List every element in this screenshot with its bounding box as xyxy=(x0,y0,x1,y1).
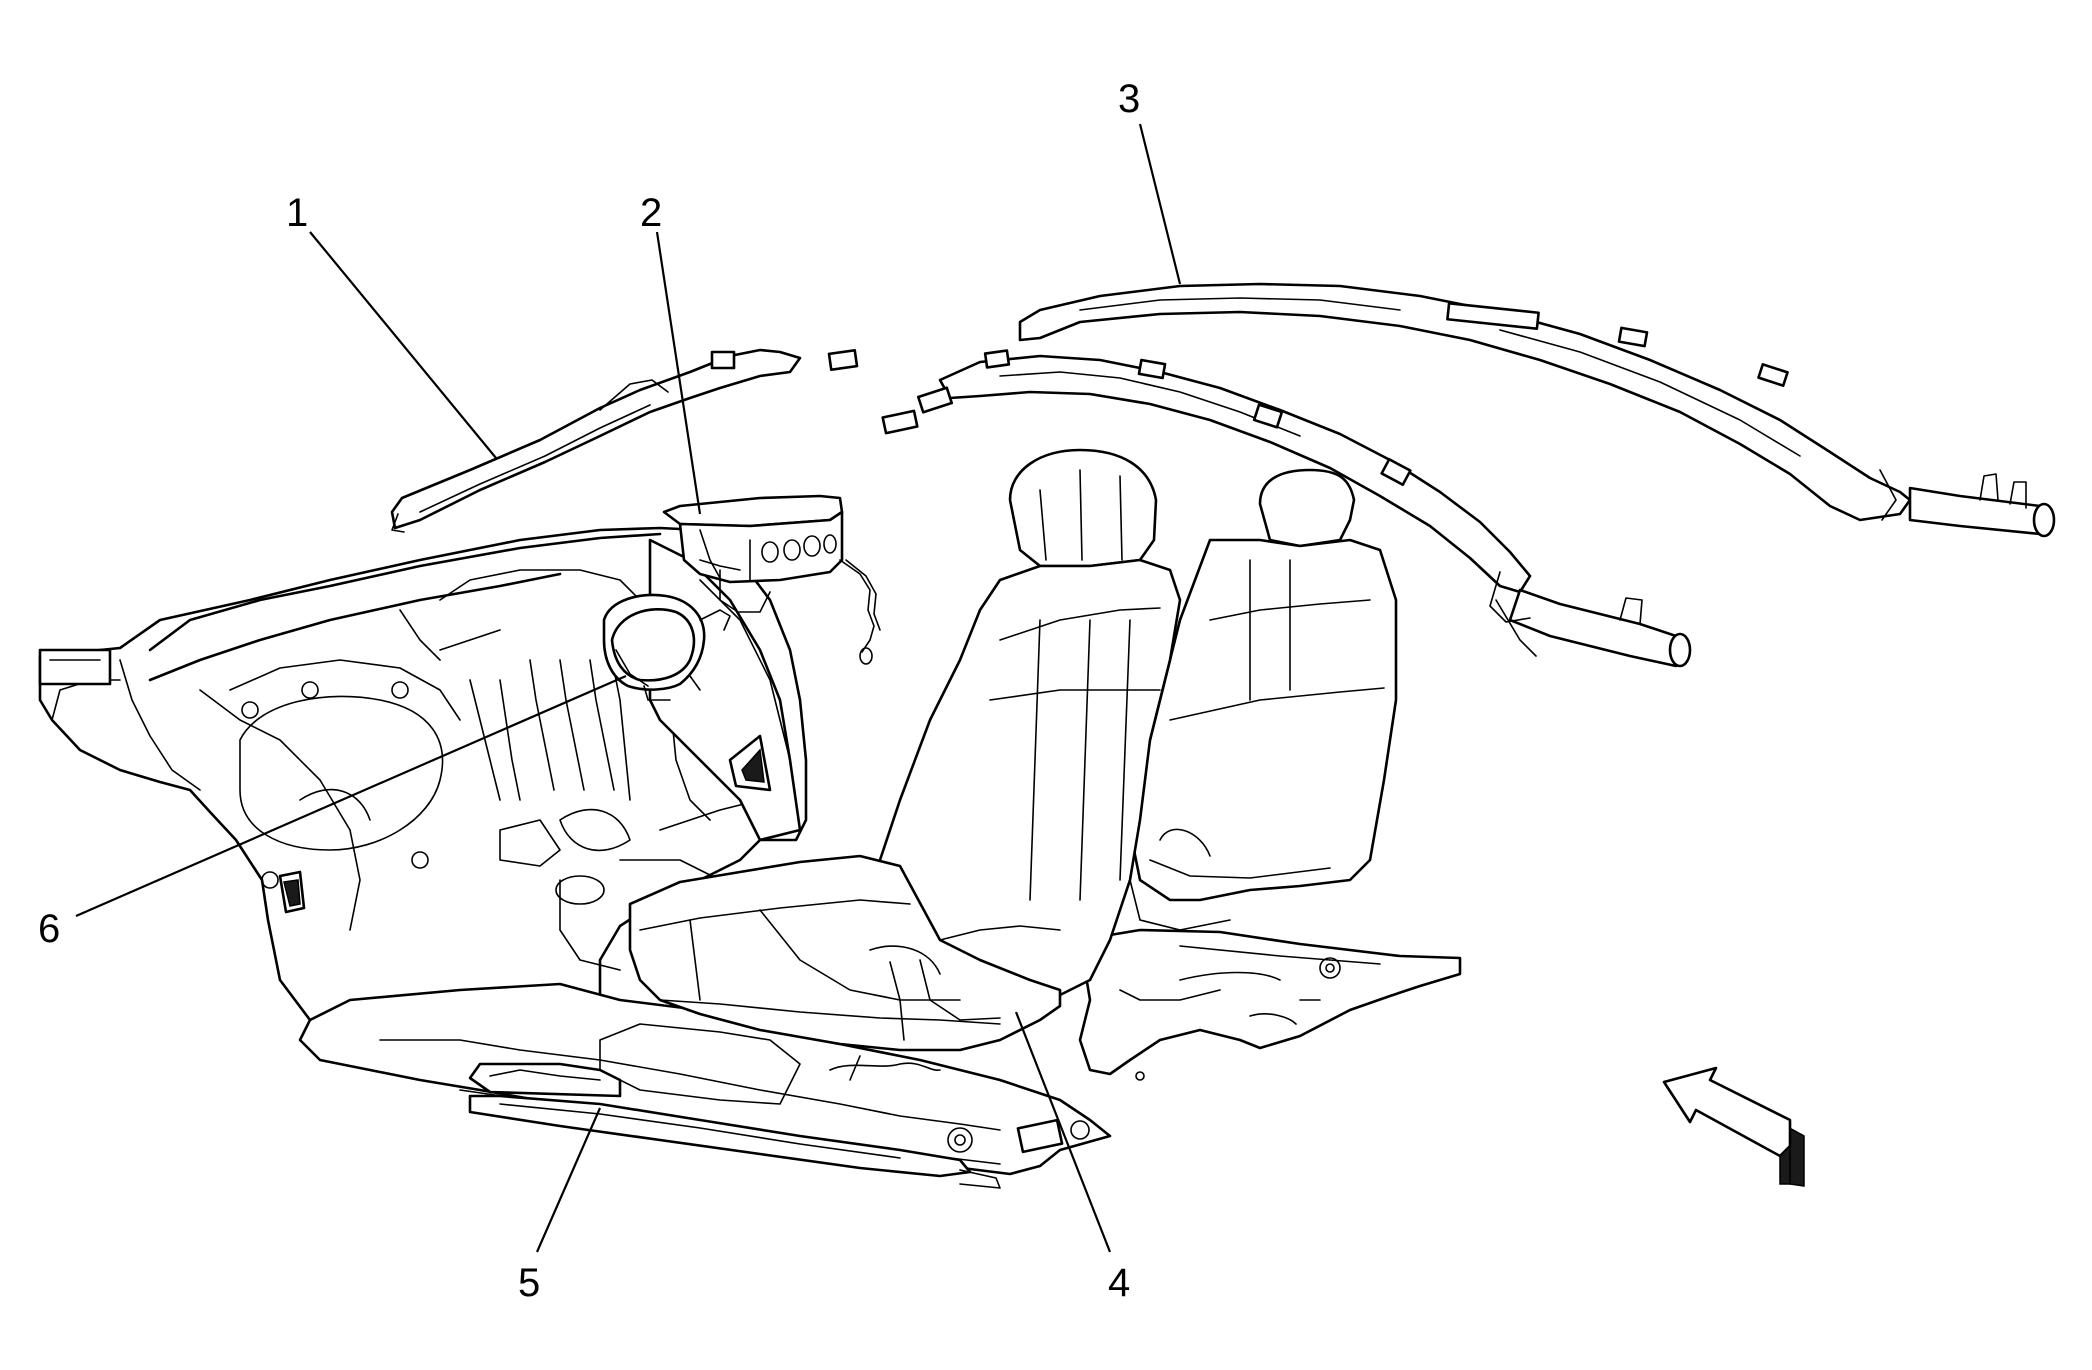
steering-wheel-airbag xyxy=(602,593,731,701)
callout-3: 3 xyxy=(1118,77,1140,121)
leader-line-5 xyxy=(535,1107,602,1253)
leader-line-3 xyxy=(1138,123,1182,285)
passenger-instrument-panel-airbag xyxy=(662,494,881,665)
callout-1: 1 xyxy=(286,191,308,235)
view-direction-arrow-icon xyxy=(1662,1066,1805,1187)
left-roof-rail-airbag xyxy=(390,348,859,533)
callout-5: 5 xyxy=(518,1261,540,1305)
front-seats xyxy=(628,448,1398,1052)
right-roof-rail-airbag xyxy=(881,282,2056,668)
leader-line-1 xyxy=(309,231,497,459)
leader-line-2 xyxy=(655,231,702,515)
callout-6: 6 xyxy=(38,907,60,951)
leader-line-4 xyxy=(1014,1011,1112,1253)
leader-lines xyxy=(75,123,1182,1253)
callout-4: 4 xyxy=(1108,1261,1130,1305)
callout-numbers: 1 2 3 4 5 6 xyxy=(38,77,1140,1305)
callout-2: 2 xyxy=(640,191,662,235)
leader-line-6 xyxy=(75,674,627,918)
